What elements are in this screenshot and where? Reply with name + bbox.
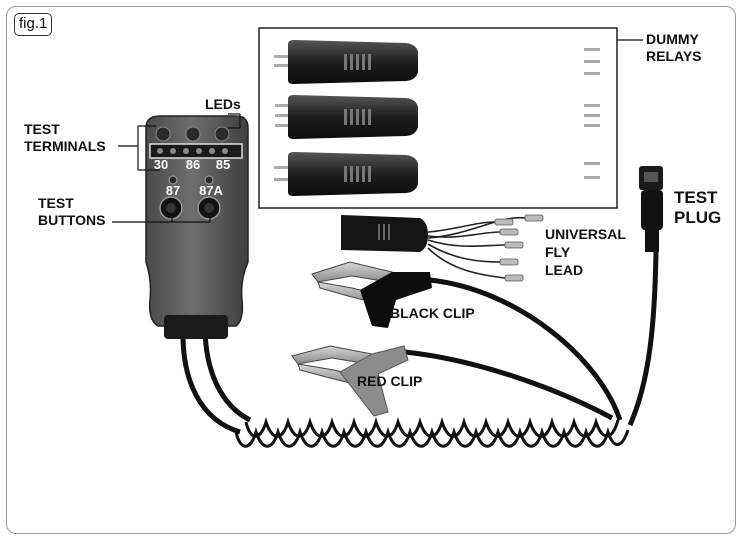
dummy-relay-2 (584, 48, 600, 75)
dummy-relay-3 (275, 95, 418, 139)
figure-frame (6, 6, 736, 534)
test-plug-lead (627, 249, 659, 427)
red-clip-lead (404, 349, 614, 421)
test-terminals-leader (118, 125, 160, 171)
leds-label: LEDs (205, 96, 241, 112)
universal-fly-lead-label-line2: FLY (545, 244, 571, 260)
terminal-label-30: 30 (154, 157, 168, 172)
test-buttons-label-line1: TEST (38, 195, 74, 211)
button-label-87: 87 (166, 183, 180, 198)
black-clip-lead (429, 277, 623, 421)
dummy-relay-6 (584, 162, 600, 179)
terminal-label-86: 86 (186, 157, 200, 172)
test-plug-label-line2: PLUG (674, 208, 722, 227)
tester-body-drawing (145, 115, 249, 339)
test-buttons-leader (112, 218, 211, 223)
test-terminals-label-line2: TERMINALS (24, 138, 106, 154)
dummy-relay-4 (584, 104, 600, 127)
dummy-relays-label-line2: RELAYS (646, 48, 702, 64)
red-clip-drawing (291, 345, 409, 417)
universal-fly-lead-label-line1: UNIVERSAL (545, 226, 626, 242)
universal-fly-lead (341, 214, 544, 282)
black-clip-drawing (311, 261, 432, 328)
coiled-cable (234, 417, 630, 448)
test-buttons-label-line2: BUTTONS (38, 212, 106, 228)
universal-fly-lead-label-line3: LEAD (545, 262, 584, 278)
test-plug-label-line1: TEST (674, 188, 718, 207)
red-clip-label: RED CLIP (357, 373, 423, 389)
figure-tag: fig.1 (14, 13, 53, 36)
test-terminals-label-line1: TEST (24, 121, 60, 137)
leds-leader (228, 113, 241, 129)
dummy-relay-5 (274, 152, 418, 196)
test-plug-drawing (639, 166, 663, 252)
button-label-87a: 87A (199, 183, 223, 198)
terminal-label-85: 85 (216, 157, 230, 172)
dummy-relays-label-line1: DUMMY (646, 31, 699, 47)
dummy-relay-1 (274, 40, 418, 84)
tester-cable-right (202, 329, 252, 423)
black-clip-label: BLACK CLIP (390, 305, 475, 321)
tester-cable-left (180, 329, 241, 435)
